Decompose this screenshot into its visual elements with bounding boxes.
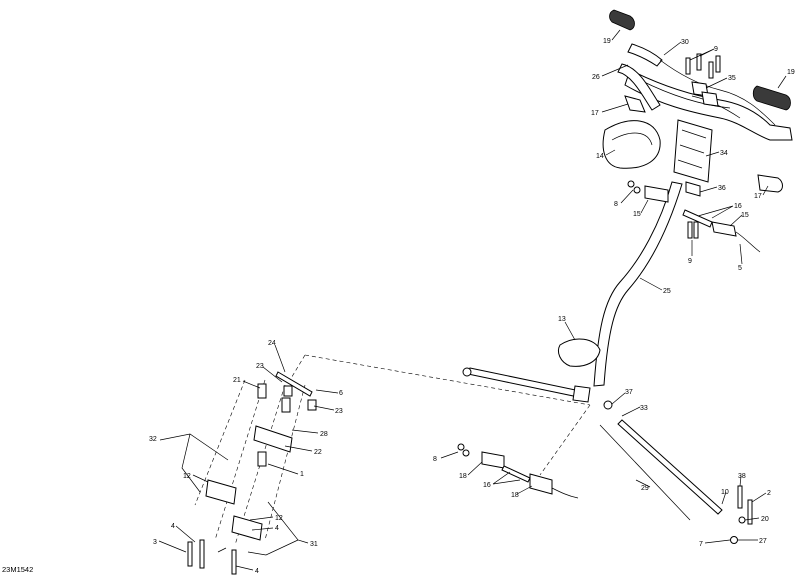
callout-10: 10 xyxy=(721,489,729,496)
callout-13: 13 xyxy=(558,316,566,323)
callout-16: 16 xyxy=(483,482,491,489)
bolts-9-mid xyxy=(687,221,699,239)
callout-1: 1 xyxy=(300,471,304,478)
callout-25: 25 xyxy=(663,288,671,295)
callout-2: 2 xyxy=(767,490,771,497)
callout-9: 9 xyxy=(714,46,718,53)
diagram-code: 23M1542 xyxy=(2,565,33,574)
callout-8: 8 xyxy=(614,201,618,208)
bushing-22 xyxy=(257,451,267,467)
bolt-2 xyxy=(747,499,753,525)
callout-17: 17 xyxy=(754,193,762,200)
handlebar-end-tube xyxy=(627,43,663,67)
link-16 xyxy=(682,209,713,228)
nut-27 xyxy=(730,536,738,544)
block-15-right xyxy=(711,221,737,237)
bushings-21 xyxy=(257,383,291,413)
callout-24: 24 xyxy=(268,340,276,347)
callout-16: 16 xyxy=(734,203,742,210)
callout-4: 4 xyxy=(275,525,279,532)
callout-35: 35 xyxy=(728,75,736,82)
callout-6: 6 xyxy=(339,390,343,397)
cable-5 xyxy=(735,231,761,253)
callout-19: 19 xyxy=(603,38,611,45)
bushings-8-lower xyxy=(457,443,470,457)
bolts-lower xyxy=(187,539,237,575)
callout-34: 34 xyxy=(720,150,728,157)
callout-14: 14 xyxy=(596,153,604,160)
bolt-38 xyxy=(737,485,743,509)
callout-23: 23 xyxy=(256,363,264,370)
callout-36: 36 xyxy=(718,185,726,192)
callout-19: 19 xyxy=(787,69,795,76)
callout-21: 21 xyxy=(233,377,241,384)
bracket-31 xyxy=(231,515,263,541)
callout-9: 9 xyxy=(688,258,692,265)
washer-20 xyxy=(738,516,746,524)
handle-grip-left xyxy=(609,9,635,31)
callout-28: 28 xyxy=(320,431,328,438)
tie-rod-29 xyxy=(599,400,723,521)
callout-labels: 19 30 9 26 35 19 17 14 34 36 17 8 15 16 … xyxy=(149,38,795,575)
bracket-28 xyxy=(253,425,293,453)
callout-8: 8 xyxy=(433,456,437,463)
callout-7: 7 xyxy=(699,541,703,548)
callout-15: 15 xyxy=(633,211,641,218)
callout-27: 27 xyxy=(759,538,767,545)
pad-14 xyxy=(602,120,661,169)
bushings-23 xyxy=(283,385,317,411)
callout-5: 5 xyxy=(738,265,742,272)
clamps-35 xyxy=(691,81,719,107)
callout-4: 4 xyxy=(171,523,175,530)
block-15-upper xyxy=(644,185,669,203)
callout-29: 29 xyxy=(641,485,649,492)
callout-15: 15 xyxy=(741,212,749,219)
handlebar-riser-left xyxy=(617,63,661,111)
callout-30: 30 xyxy=(681,39,689,46)
callout-12: 12 xyxy=(183,473,191,480)
link-16-lower xyxy=(501,465,531,483)
callout-20: 20 xyxy=(761,516,769,523)
tie-rod-upper xyxy=(462,367,591,403)
assembly-dashed-lines xyxy=(194,354,591,546)
callout-4: 4 xyxy=(255,568,259,575)
plate-24 xyxy=(275,371,313,397)
steering-bracket-34 xyxy=(673,119,713,183)
bracket-32 xyxy=(205,479,237,505)
grip-17-left xyxy=(624,95,646,113)
callout-37: 37 xyxy=(625,389,633,396)
bushings-8-upper xyxy=(627,180,641,194)
callout-38: 38 xyxy=(738,473,746,480)
callout-26: 26 xyxy=(592,74,600,81)
column-cover-13 xyxy=(557,338,601,367)
handle-grip-right xyxy=(752,85,791,111)
steering-column-25 xyxy=(593,181,683,387)
callout-23: 23 xyxy=(335,408,343,415)
block-18-right xyxy=(529,473,579,499)
callout-18: 18 xyxy=(511,492,519,499)
callout-18: 18 xyxy=(459,473,467,480)
callout-32: 32 xyxy=(149,436,157,443)
bolts-9-top xyxy=(685,53,721,79)
block-36 xyxy=(685,181,701,197)
block-18-left xyxy=(481,451,505,469)
callout-33: 33 xyxy=(640,405,648,412)
callout-12: 12 xyxy=(275,515,283,522)
callout-22: 22 xyxy=(314,449,322,456)
callout-3: 3 xyxy=(153,539,157,546)
callout-31: 31 xyxy=(310,541,318,548)
leader-lines xyxy=(158,29,787,571)
grip-17-right xyxy=(757,174,783,193)
callout-17: 17 xyxy=(591,110,599,117)
